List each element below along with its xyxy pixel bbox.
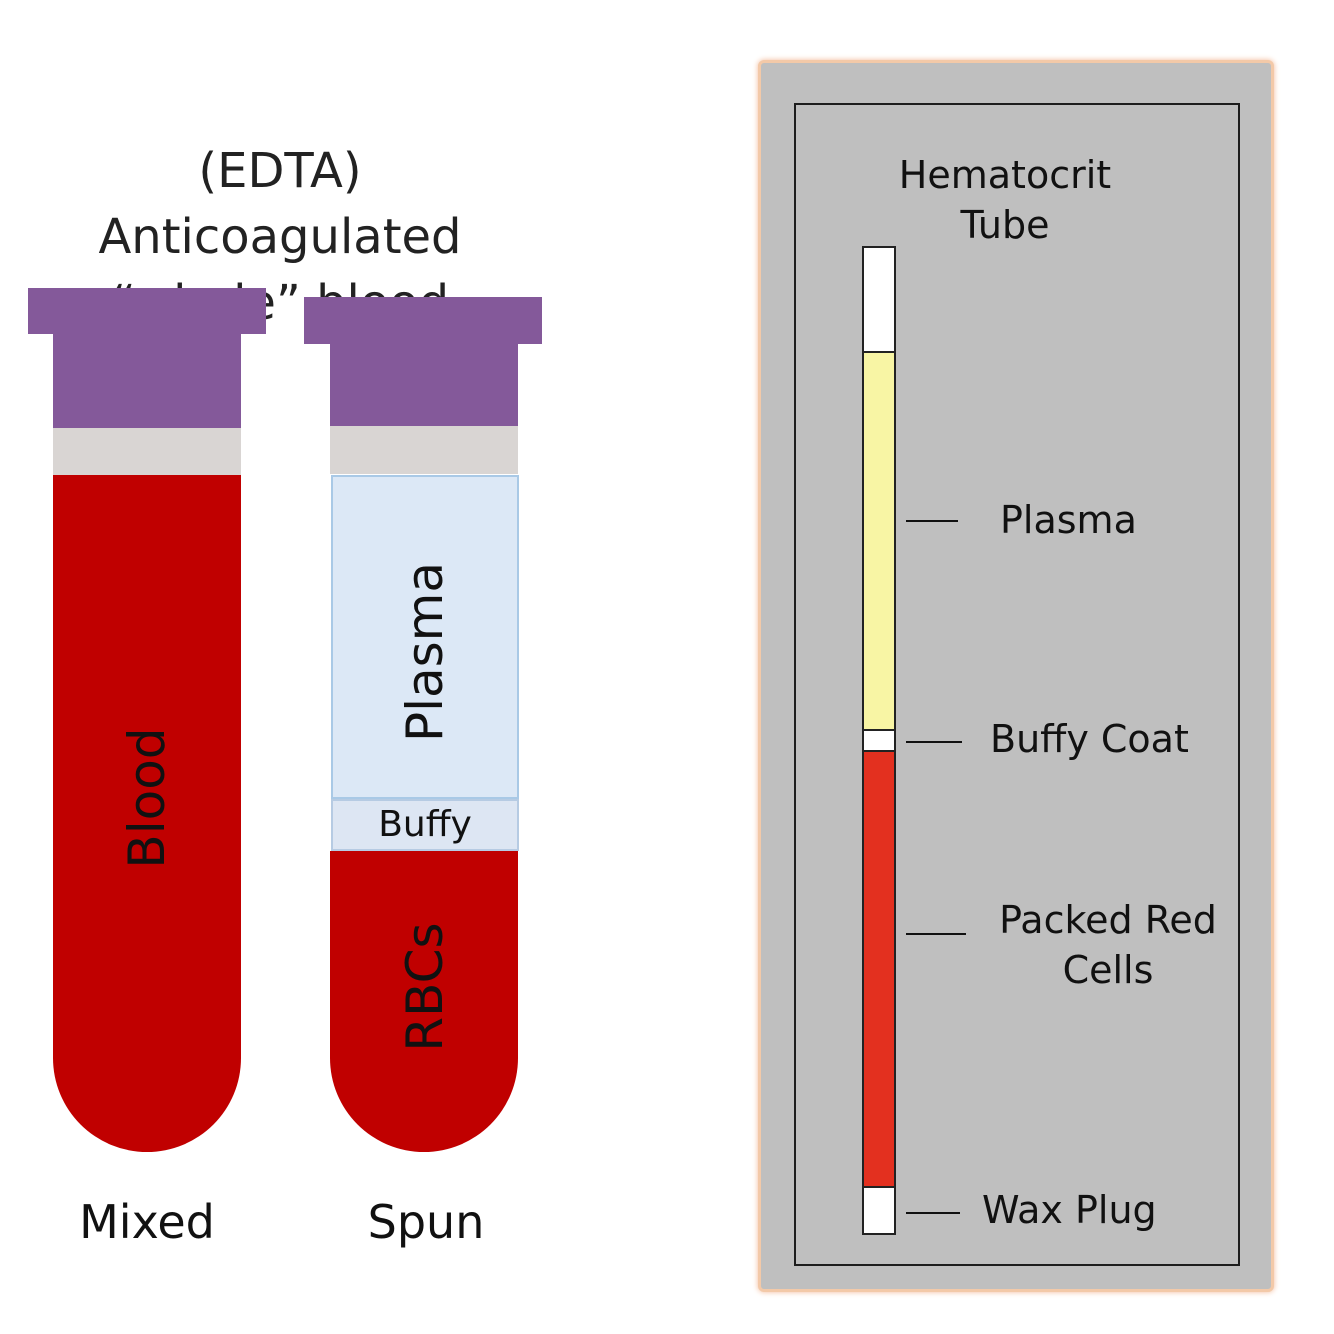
packed-red-cells-line-2: Cells (1062, 948, 1154, 992)
spun-tube-rbcs (330, 851, 518, 1152)
title-line-1: (EDTA) Anticoagulated (98, 143, 462, 265)
mixed-tube-headspace (53, 428, 241, 475)
buffy-coat-label: Buffy Coat (990, 717, 1189, 761)
packed-red-cells-line-1: Packed Red (999, 898, 1217, 942)
mixed-tube-blood-label: Blood (118, 727, 176, 869)
hematocrit-tube-packed-cells (862, 750, 896, 1188)
spun-tube-cap-top (304, 297, 542, 344)
hematocrit-title-line-1: Hematocrit (898, 153, 1112, 197)
mixed-tube-cap-body (53, 334, 241, 428)
spun-tube-plasma-label: Plasma (396, 561, 454, 743)
mixed-tube-cap-top (28, 288, 266, 334)
plasma-leader-line (906, 520, 958, 522)
hematocrit-tube-plasma (862, 351, 896, 731)
spun-tube-rbc-label: RBCs (396, 922, 454, 1052)
spun-tube-buffy-label: Buffy (378, 804, 472, 845)
buffy-coat-leader-line (906, 741, 962, 743)
spun-tube-buffy: Buffy (331, 799, 519, 851)
wax-plug-label: Wax Plug (982, 1188, 1157, 1232)
packed-red-cells-label: Packed Red Cells (988, 895, 1228, 995)
hematocrit-title-line-2: Tube (960, 203, 1050, 247)
hematocrit-panel (758, 60, 1274, 1292)
hematocrit-panel-frame (794, 103, 1240, 1266)
spun-tube-plasma (331, 475, 519, 799)
mixed-tube-caption: Mixed (79, 1195, 215, 1249)
plasma-label: Plasma (1000, 498, 1137, 542)
wax-plug-leader-line (906, 1212, 960, 1214)
mixed-tube-blood (53, 475, 241, 1152)
hematocrit-title: Hematocrit Tube (880, 150, 1130, 250)
spun-tube-cap-body (330, 344, 518, 426)
packed-cells-leader-line (906, 933, 966, 935)
hematocrit-tube-empty (862, 246, 896, 353)
spun-tube-headspace (330, 426, 518, 474)
hematocrit-tube-buffy-coat (862, 729, 896, 752)
hematocrit-tube-wax-plug (862, 1186, 896, 1235)
spun-tube-caption: Spun (367, 1195, 485, 1249)
